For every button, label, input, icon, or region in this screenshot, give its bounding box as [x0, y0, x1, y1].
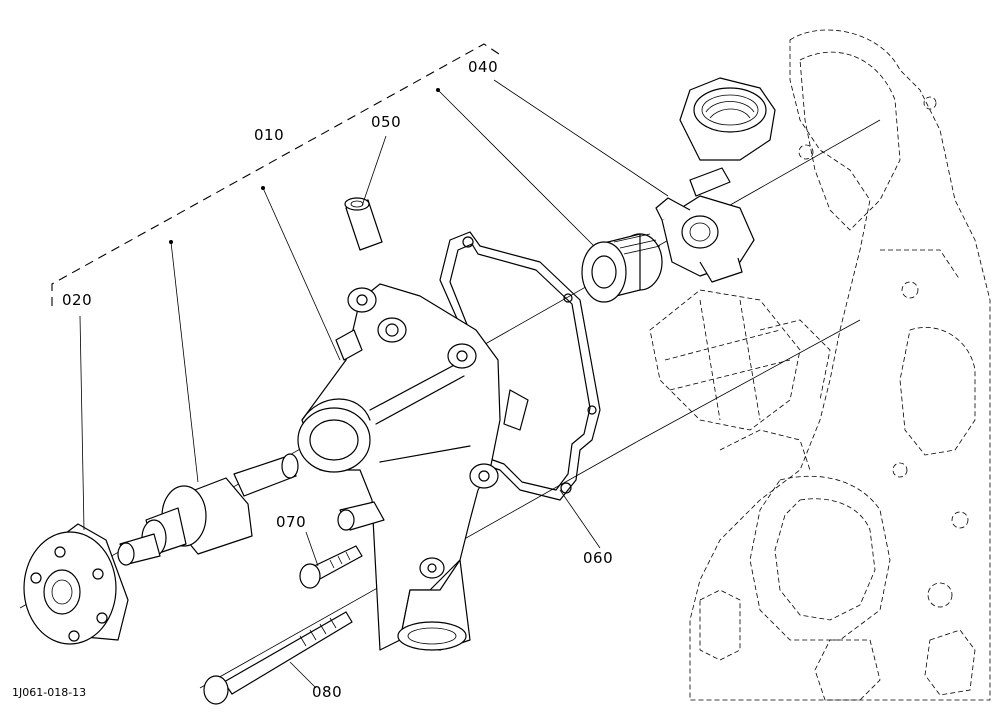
callout-040: 040	[468, 58, 498, 76]
part-070-bolt	[299, 545, 363, 589]
callout-labels: 020 010 050 040 060 070 080 1J061-018-13	[12, 58, 613, 701]
leader-020	[79, 315, 85, 531]
engine-block	[649, 29, 991, 701]
leader-010	[262, 187, 341, 361]
callout-070: 070	[276, 513, 306, 531]
callout-080: 080	[312, 683, 342, 701]
part-050-pipe	[344, 197, 383, 251]
drawing-code: 1J061-018-13	[12, 686, 86, 699]
part-010-pump-body	[297, 283, 501, 651]
callout-020: 020	[62, 291, 92, 309]
callout-050: 050	[371, 113, 401, 131]
part-seal-ring	[581, 233, 663, 303]
leader-060	[559, 489, 601, 549]
part-020-flange	[23, 523, 129, 645]
leader-lines	[79, 79, 669, 689]
leader-050	[361, 135, 387, 207]
callout-060: 060	[583, 549, 613, 567]
part-shaft-bearing	[117, 453, 299, 566]
leader-080	[289, 661, 317, 689]
part-080-long-bolt	[203, 611, 353, 705]
leader-shaft	[170, 241, 199, 483]
leader-seal	[437, 89, 595, 247]
assembly-bracket-010	[51, 43, 503, 306]
callout-010: 010	[254, 126, 284, 144]
leader-070	[305, 531, 319, 567]
leader-040	[493, 79, 669, 197]
part-040-housing	[655, 167, 755, 283]
